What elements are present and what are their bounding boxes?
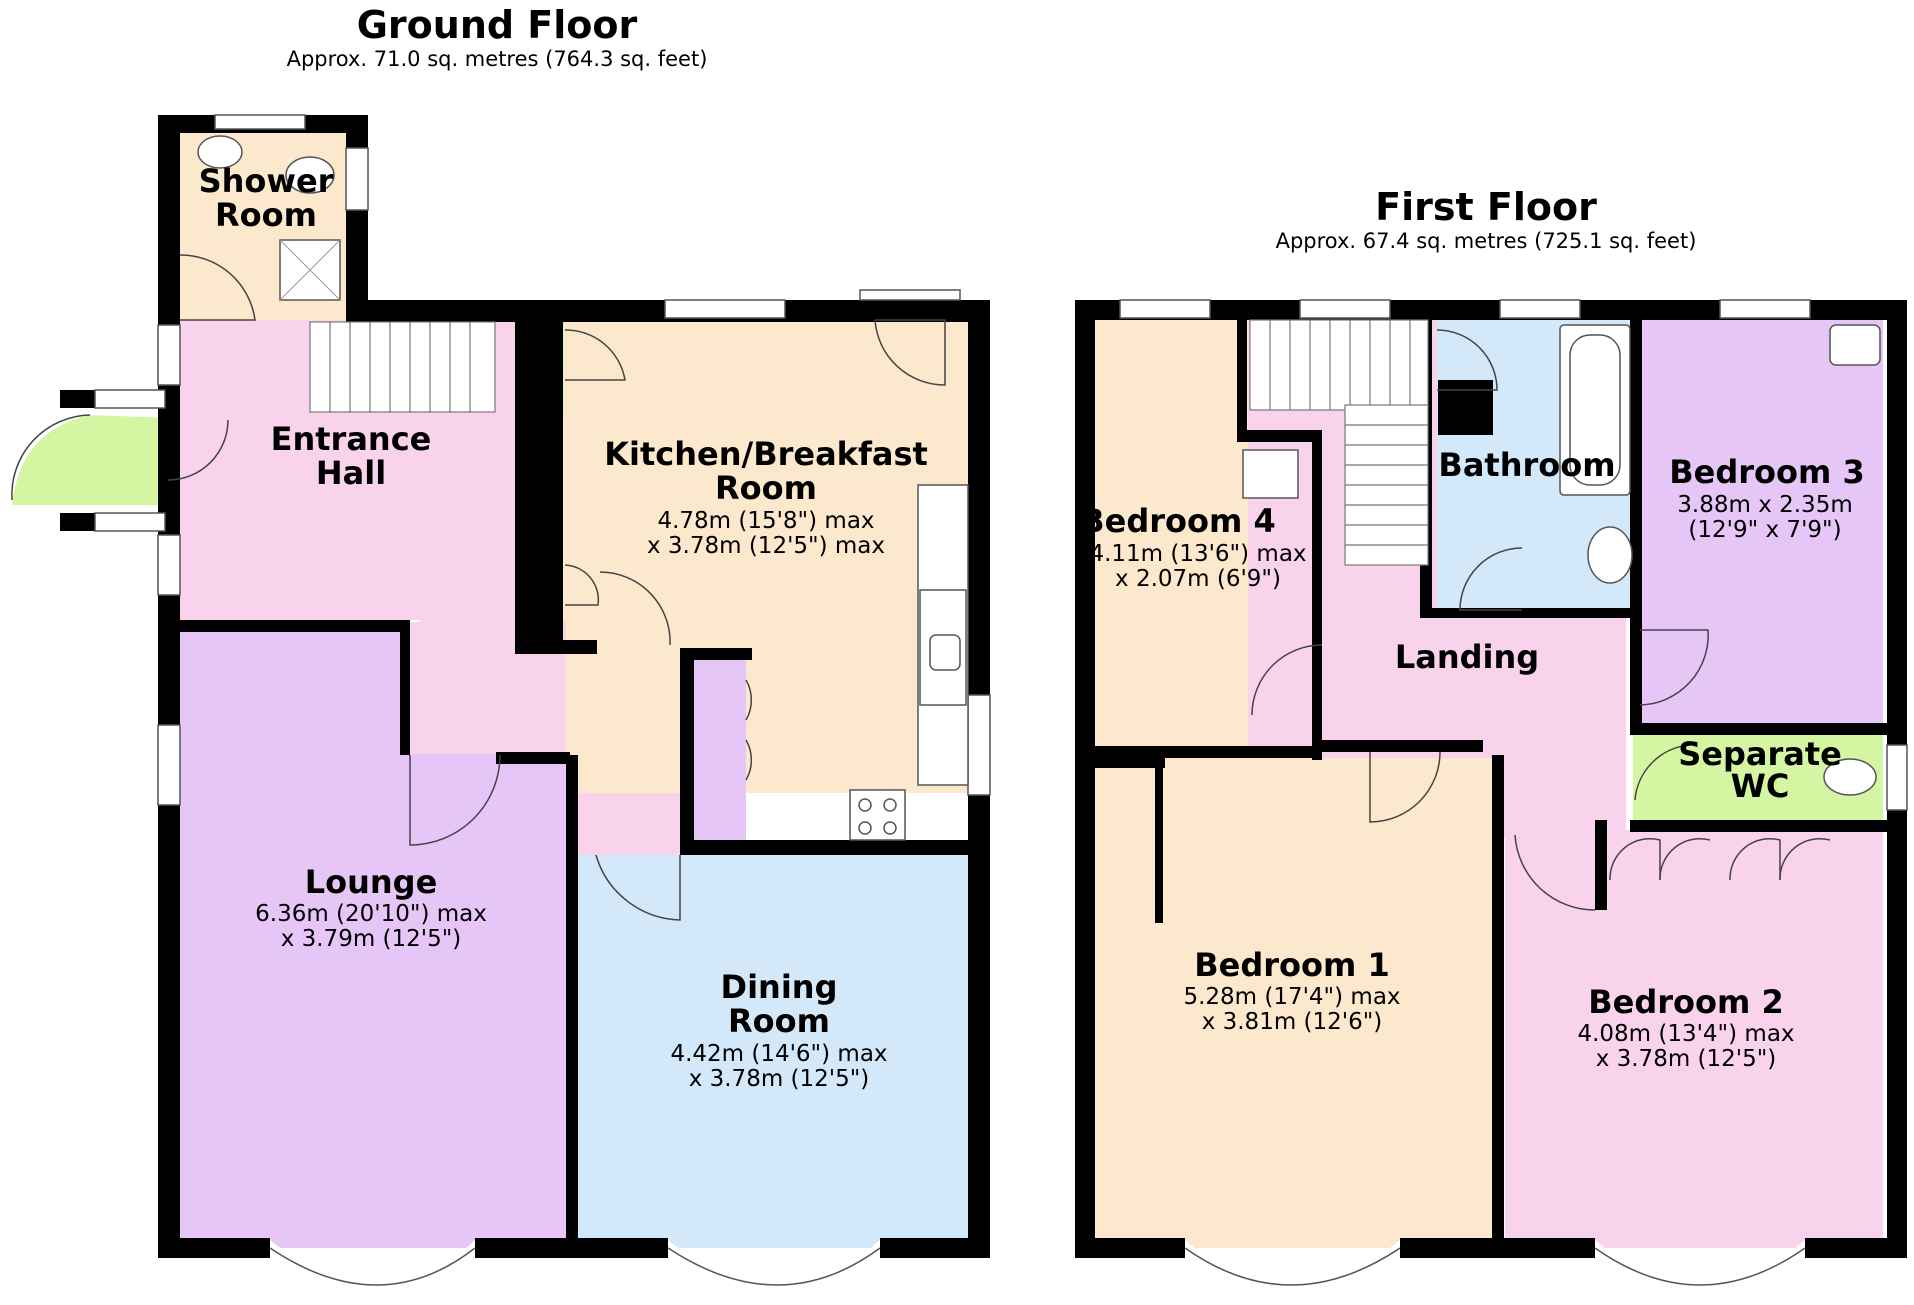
bedroom2-fill (1505, 830, 1883, 1240)
first-floor-area: Approx. 67.4 sq. metres (725.1 sq. feet) (1276, 229, 1697, 253)
kitchen-fill (530, 318, 970, 793)
lounge-name: Lounge (305, 863, 438, 901)
first-floor-title: First Floor (1375, 185, 1597, 229)
bedroom1-dim-line2: x 3.81m (12'6") (1202, 1009, 1383, 1035)
lounge-dim-line1: 6.36m (20'10") max (255, 901, 487, 927)
dining-fill (578, 855, 970, 1240)
bathroom-name: Bathroom (1438, 446, 1615, 484)
bedroom3-dim-line1: 3.88m x 2.35m (1677, 492, 1852, 518)
bedroom1-name: Bedroom 1 (1194, 946, 1390, 984)
wc-name-line1: Separate (1678, 735, 1842, 773)
bedroom4-name: Bedroom 4 (1080, 502, 1276, 540)
first-stairs (1249, 319, 1429, 566)
first-floor-plan (1075, 299, 1908, 1286)
bedroom4-dim-line2: x 2.07m (6'9") (1115, 566, 1281, 592)
bedroom2-dim-line1: 4.08m (13'4") max (1577, 1021, 1794, 1047)
wc-name-line2: WC (1731, 767, 1790, 805)
bedroom2-name: Bedroom 2 (1588, 983, 1784, 1021)
dining-dim-line2: x 3.78m (12'5") (689, 1066, 870, 1092)
kitchen-name-line2: Room (715, 469, 817, 507)
utility-fill (694, 655, 746, 845)
ground-floor-area: Approx. 71.0 sq. metres (764.3 sq. feet) (287, 47, 708, 71)
lounge-dim-line2: x 3.79m (12'5") (281, 926, 462, 952)
bedroom3-fill (1640, 318, 1883, 723)
kitchen-name-line1: Kitchen/Breakfast (604, 435, 928, 473)
porch-fill (12, 415, 170, 505)
dining-name-line2: Room (728, 1002, 830, 1040)
ground-floor-plan (11, 114, 991, 1286)
dining-dim-line1: 4.42m (14'6") max (670, 1041, 887, 1067)
bedroom3-name: Bedroom 3 (1669, 453, 1865, 491)
shower-room-name-line2: Room (215, 196, 317, 234)
bedroom1-dim-line1: 5.28m (17'4") max (1183, 984, 1400, 1010)
ground-stairs (309, 321, 496, 413)
dining-name-line1: Dining (721, 968, 838, 1006)
ground-floor-title: Ground Floor (357, 3, 638, 47)
bedroom4-dim-line1: 4.11m (13'6") max (1089, 541, 1306, 567)
hall-name-line2: Hall (316, 454, 386, 492)
landing-name: Landing (1395, 638, 1539, 676)
shower-room-name-line1: Shower (199, 162, 334, 200)
bedroom2-dim-line2: x 3.78m (12'5") (1596, 1046, 1777, 1072)
kitchen-dim-line2: x 3.78m (12'5") max (647, 533, 885, 559)
hall-name-line1: Entrance (271, 420, 432, 458)
kitchen-dim-line1: 4.78m (15'8") max (657, 508, 874, 534)
bedroom3-dim-line2: (12'9" x 7'9") (1688, 517, 1841, 543)
